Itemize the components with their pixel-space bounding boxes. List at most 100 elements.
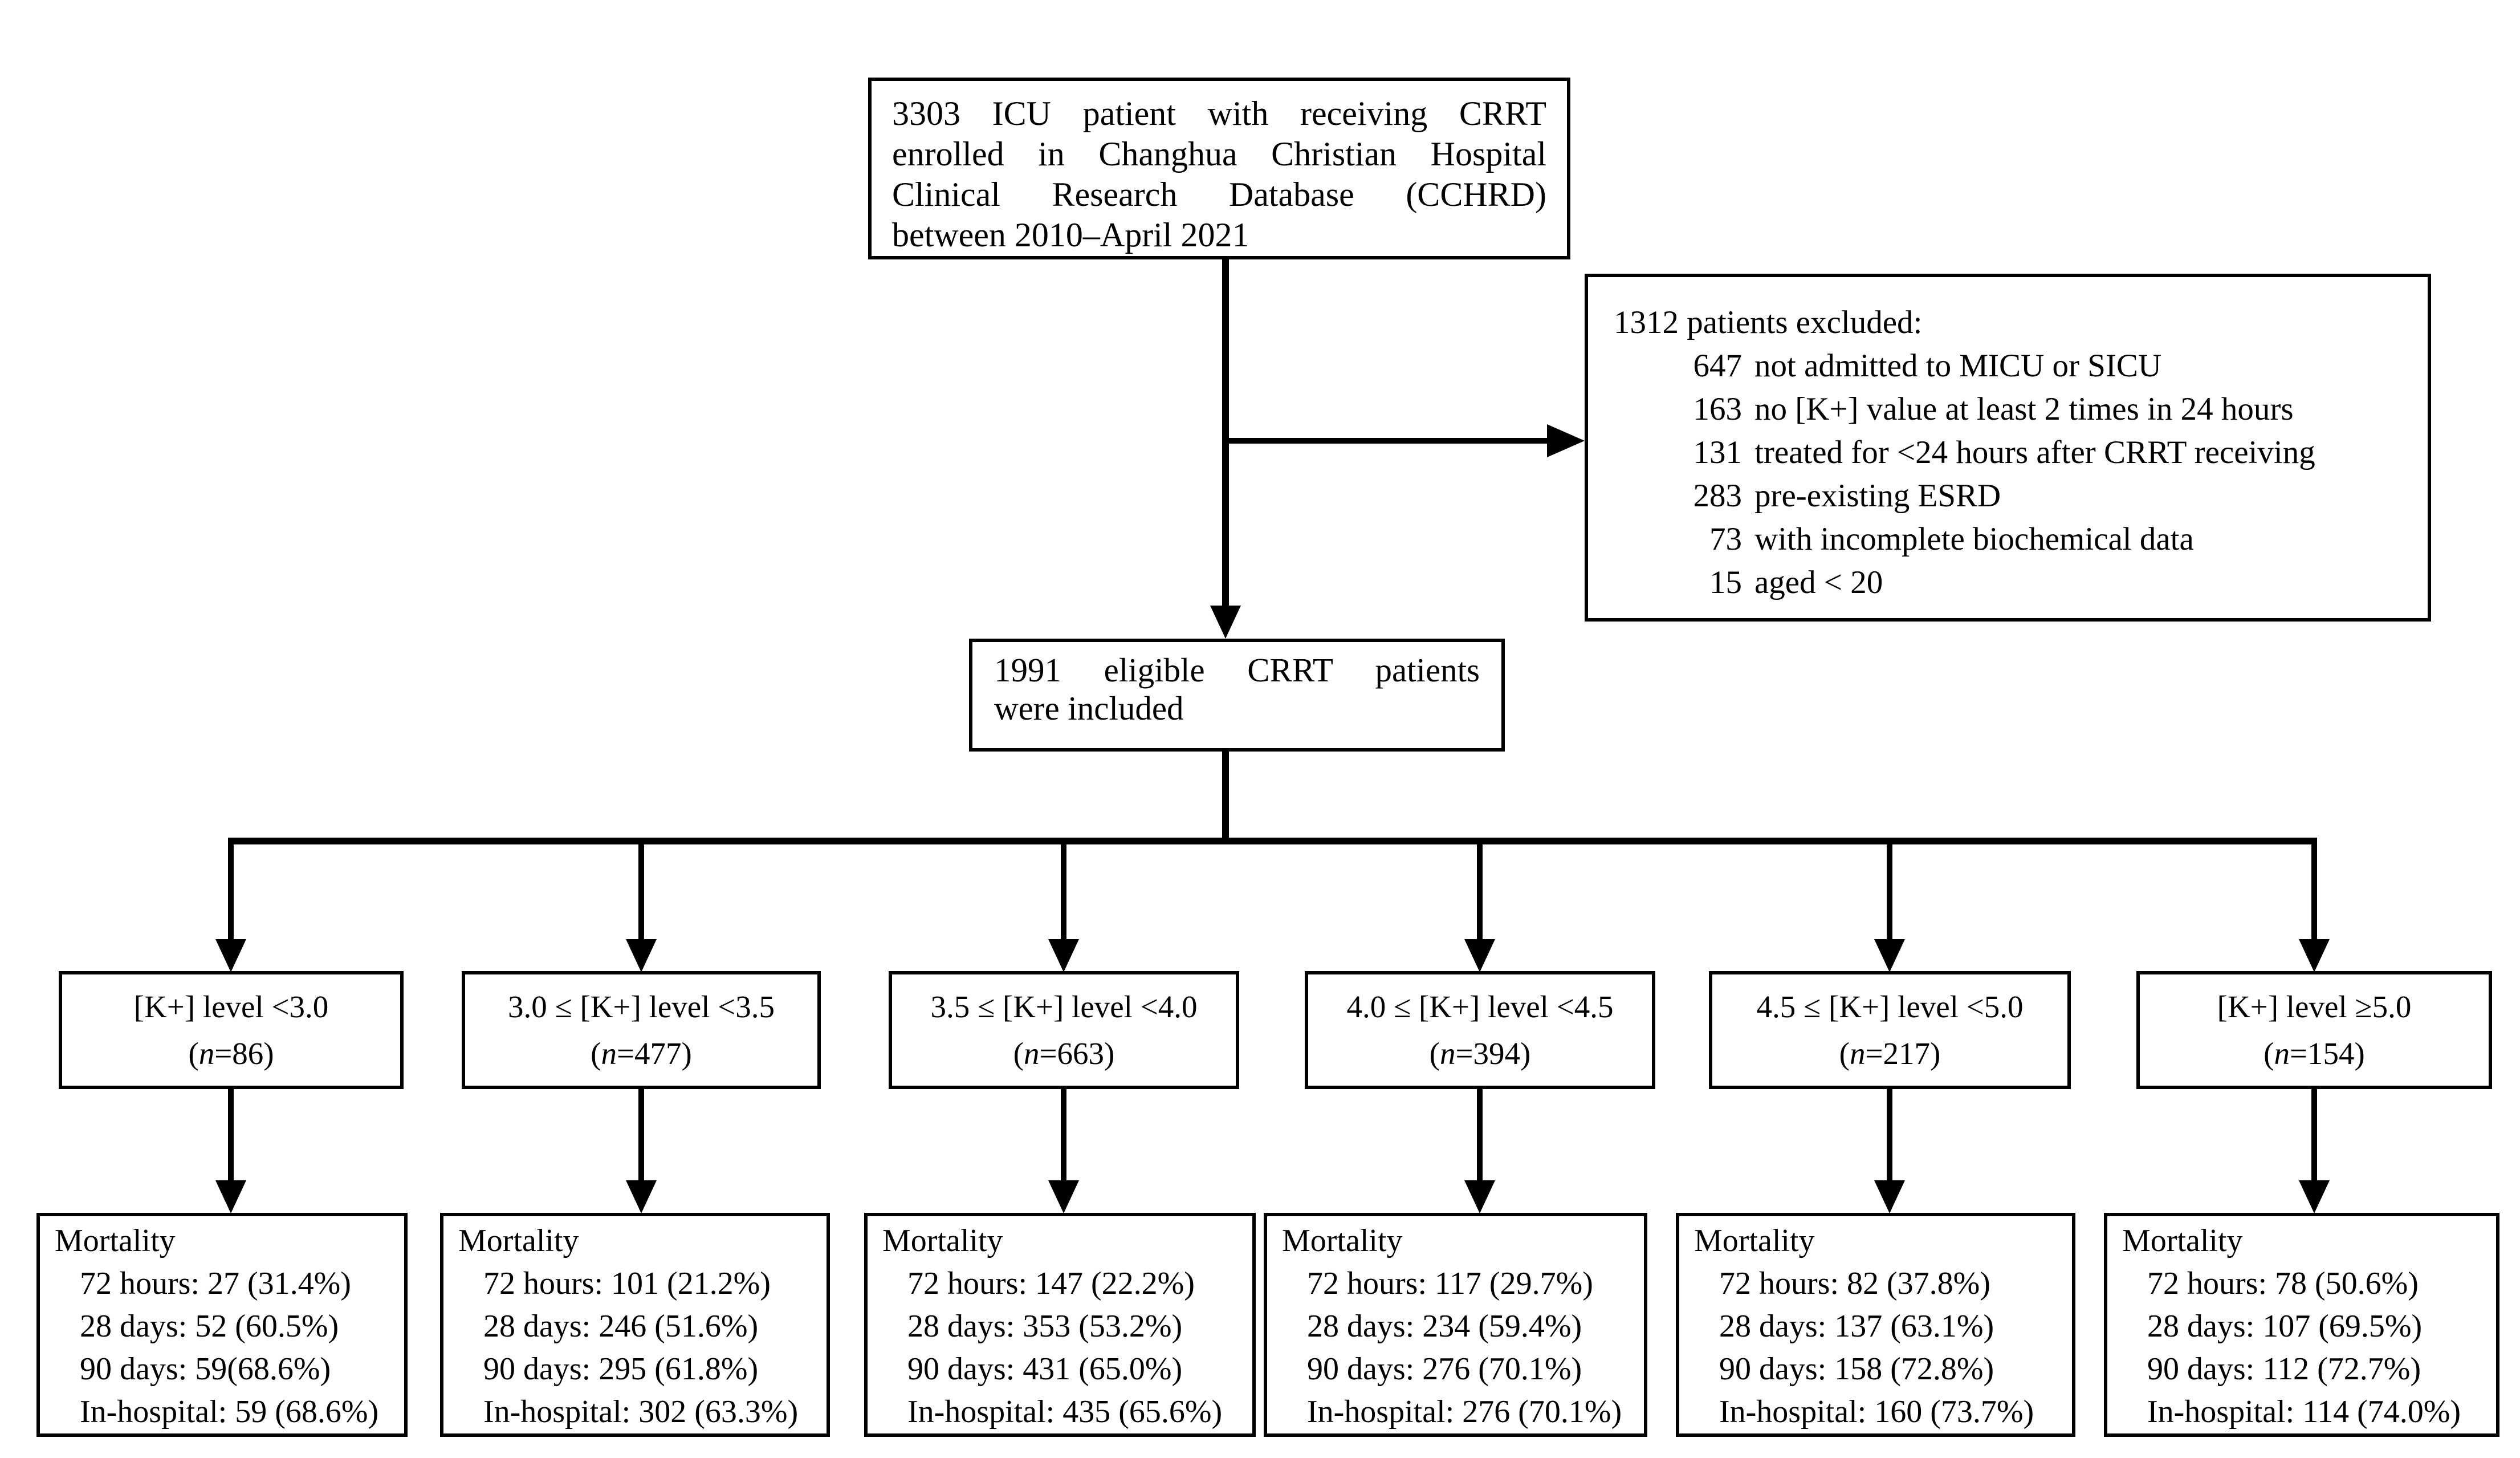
mortality-value: 295 (61.8%) [599, 1351, 759, 1387]
mortality-value: 234 (59.4%) [1422, 1309, 1582, 1344]
mortality-row: In-hospital:435 (65.6%) [868, 1391, 1252, 1433]
mortality-value: 114 (74.0%) [2302, 1394, 2461, 1429]
source-line: Clinical Research Database (CCHRD) [892, 176, 1546, 213]
group-n: (n=394) [1429, 1035, 1531, 1071]
group-label: [K+] level ≥5.0 [2217, 989, 2412, 1024]
arrowhead-down-group [626, 939, 657, 972]
connector-to-excluded [1226, 438, 1548, 444]
arrowhead-down-eligible [1210, 606, 1241, 639]
mortality-value: 27 (31.4%) [207, 1266, 351, 1301]
group-box: [K+] level ≥5.0 (n=154) [2136, 971, 2492, 1089]
mortality-row: 72 hours:78 (50.6%) [2107, 1262, 2496, 1305]
arrowhead-down-group [1874, 939, 1905, 972]
mortality-value: 59(68.6%) [195, 1351, 331, 1387]
source-line: enrolled in Changhua Christian Hospital [892, 135, 1546, 173]
mortality-label: 28 days: [1719, 1309, 1827, 1344]
mortality-value: 435 (65.6%) [1062, 1394, 1223, 1429]
mortality-value: 52 (60.5%) [195, 1309, 339, 1344]
excluded-item: 647 not admitted to MICU or SICU [1645, 344, 2428, 388]
mortality-row: 28 days:107 (69.5%) [2107, 1305, 2496, 1348]
excluded-box: 1312 patients excluded: 647 not admitted… [1585, 274, 2431, 622]
mortality-label: 90 days: [907, 1351, 1015, 1387]
group-mortality-line [638, 1089, 644, 1181]
mortality-row: 28 days:52 (60.5%) [40, 1305, 404, 1348]
mortality-row: 72 hours:27 (31.4%) [40, 1262, 404, 1305]
mortality-row: 72 hours:147 (22.2%) [868, 1262, 1252, 1305]
mortality-row: In-hospital:114 (74.0%) [2107, 1391, 2496, 1433]
mortality-value: 78 (50.6%) [2275, 1266, 2419, 1301]
arrowhead-down-mortality [1464, 1180, 1495, 1213]
branch-line [638, 841, 644, 943]
group-box: [K+] level <3.0 (n=86) [59, 971, 404, 1089]
arrowhead-down-group [1048, 939, 1079, 972]
mortality-value: 82 (37.8%) [1847, 1266, 1990, 1301]
excluded-item: 283 pre-existing ESRD [1645, 474, 2428, 518]
mortality-value: 276 (70.1%) [1422, 1351, 1582, 1387]
mortality-label: 72 hours: [1719, 1266, 1839, 1301]
mortality-title: Mortality [1694, 1223, 1815, 1258]
mortality-value: 107 (69.5%) [2262, 1309, 2423, 1344]
group-box: 4.0 ≤ [K+] level <4.5 (n=394) [1305, 971, 1655, 1089]
mortality-value: 160 (73.7%) [1874, 1394, 2034, 1429]
branch-line [228, 841, 234, 943]
mortality-label: In-hospital: [483, 1394, 631, 1429]
eligible-line: 1991 eligible CRRT patients [994, 651, 1480, 689]
mortality-label: 72 hours: [80, 1266, 200, 1301]
group-label: 4.5 ≤ [K+] level <5.0 [1756, 989, 2024, 1024]
mortality-row: 90 days:158 (72.8%) [1679, 1348, 2072, 1391]
mortality-label: 72 hours: [907, 1266, 1027, 1301]
excluded-reason: with incomplete biochemical data [1754, 521, 2194, 557]
mortality-label: 28 days: [907, 1309, 1015, 1344]
group-box: 3.0 ≤ [K+] level <3.5 (n=477) [462, 971, 821, 1089]
mortality-label: In-hospital: [1307, 1394, 1455, 1429]
group-mortality-line [2311, 1089, 2317, 1181]
source-line: between 2010–April 2021 [892, 216, 1249, 254]
arrowhead-right-excluded [1547, 424, 1585, 457]
excluded-reason: not admitted to MICU or SICU [1754, 348, 2162, 384]
mortality-box: Mortality 72 hours:147 (22.2%) 28 days:3… [864, 1213, 1256, 1437]
group-n: (n=154) [2263, 1035, 2365, 1071]
group-label: 3.5 ≤ [K+] level <4.0 [930, 989, 1198, 1024]
branch-line [1887, 841, 1892, 943]
mortality-label: 28 days: [483, 1309, 591, 1344]
mortality-row: 28 days:234 (59.4%) [1267, 1305, 1644, 1348]
mortality-label: In-hospital: [1719, 1394, 1867, 1429]
arrowhead-down-group [215, 939, 246, 972]
excluded-item: 73 with incomplete biochemical data [1645, 518, 2428, 561]
group-label: [K+] level <3.0 [133, 989, 329, 1024]
mortality-title: Mortality [882, 1223, 1003, 1258]
mortality-value: 246 (51.6%) [599, 1309, 759, 1344]
mortality-row: 90 days:431 (65.0%) [868, 1348, 1252, 1391]
excluded-count: 163 [1693, 391, 1743, 427]
excluded-heading: 1312 patients excluded: [1614, 304, 1923, 340]
mortality-label: 28 days: [80, 1309, 188, 1344]
source-line: 3303 ICU patient with receiving CRRT [892, 95, 1546, 132]
group-n: (n=663) [1013, 1035, 1115, 1071]
excluded-reason: no [K+] value at least 2 times in 24 hou… [1754, 391, 2294, 427]
mortality-row: 90 days:59(68.6%) [40, 1348, 404, 1391]
mortality-row: 90 days:295 (61.8%) [443, 1348, 827, 1391]
group-n: (n=217) [1839, 1035, 1941, 1071]
arrowhead-down-mortality [626, 1180, 657, 1213]
group-n: (n=86) [188, 1035, 274, 1071]
excluded-item: 131 treated for <24 hours after CRRT rec… [1645, 431, 2428, 474]
mortality-row: 72 hours:101 (21.2%) [443, 1262, 827, 1305]
arrowhead-down-mortality [1048, 1180, 1079, 1213]
mortality-value: 353 (53.2%) [1023, 1309, 1183, 1344]
arrowhead-down-group [1464, 939, 1495, 972]
mortality-value: 158 (72.8%) [1834, 1351, 1994, 1387]
mortality-label: 90 days: [1719, 1351, 1827, 1387]
arrowhead-down-group [2299, 939, 2330, 972]
mortality-title: Mortality [2122, 1223, 2243, 1258]
mortality-label: 90 days: [80, 1351, 188, 1387]
excluded-count: 131 [1693, 434, 1743, 470]
mortality-row: 28 days:137 (63.1%) [1679, 1305, 2072, 1348]
mortality-title: Mortality [55, 1223, 176, 1258]
mortality-label: In-hospital: [907, 1394, 1055, 1429]
excluded-item: 163 no [K+] value at least 2 times in 24… [1645, 388, 2428, 431]
mortality-row: 72 hours:82 (37.8%) [1679, 1262, 2072, 1305]
mortality-value: 112 (72.7%) [2262, 1351, 2421, 1387]
mortality-value: 137 (63.1%) [1834, 1309, 1994, 1344]
mortality-row: 90 days:276 (70.1%) [1267, 1348, 1644, 1391]
branch-line [2311, 841, 2317, 943]
